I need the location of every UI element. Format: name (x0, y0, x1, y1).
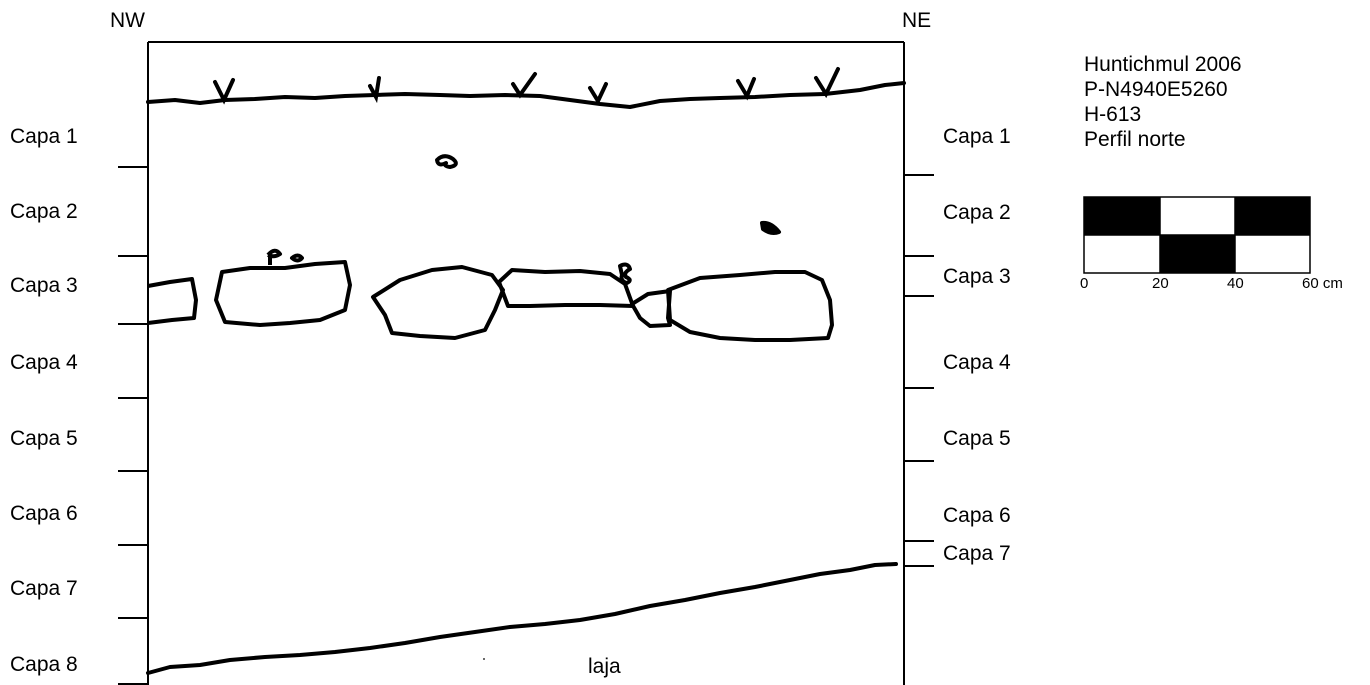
layer-label-left-2: Capa 2 (10, 200, 78, 223)
feature-code: H-613 (1084, 103, 1142, 126)
right-layer-ticks (904, 174, 934, 567)
layer-label-right-7: Capa 7 (943, 542, 1011, 565)
layer-label-left-1: Capa 1 (10, 125, 78, 148)
layer-label-right-6: Capa 6 (943, 504, 1011, 527)
scale-tick-60: 60 cm (1302, 275, 1343, 292)
layer-label-right-4: Capa 4 (943, 351, 1011, 374)
layer-label-left-4: Capa 4 (10, 351, 78, 374)
unit-code: P-N4940E5260 (1084, 78, 1228, 101)
site-title: Huntichmul 2006 (1084, 53, 1242, 76)
scale-cell-3 (1160, 235, 1235, 273)
scale-cell-2 (1235, 197, 1310, 235)
stone-5 (630, 289, 672, 328)
layer-label-left-3: Capa 3 (10, 274, 78, 297)
profile-name: Perfil norte (1084, 128, 1186, 151)
layer-label-right-3: Capa 3 (943, 265, 1011, 288)
stone-3 (371, 265, 505, 340)
surface-line (146, 81, 906, 109)
stone-4 (497, 268, 635, 308)
scale-bar (1083, 196, 1311, 274)
stone-2 (214, 260, 352, 327)
layer-label-right-5: Capa 5 (943, 427, 1011, 450)
layer-label-left-5: Capa 5 (10, 427, 78, 450)
layer-label-left-8: Capa 8 (10, 653, 78, 676)
dot-mark (483, 658, 485, 660)
layer-label-left-7: Capa 7 (10, 577, 78, 600)
info-block: Huntichmul 2006 P-N4940E5260 H-613 Perfi… (1084, 52, 1242, 152)
stone-6 (666, 270, 834, 342)
vegetation-marks (213, 67, 840, 106)
left-layer-ticks (118, 166, 148, 685)
layer-label-right-1: Capa 1 (943, 125, 1011, 148)
scale-tick-20: 20 (1152, 275, 1169, 292)
layer-label-right-2: Capa 2 (943, 201, 1011, 224)
bedrock-line (146, 562, 898, 675)
scale-tick-0: 0 (1080, 275, 1089, 292)
layer-label-left-6: Capa 6 (10, 502, 78, 525)
scale-tick-40: 40 (1227, 275, 1244, 292)
bedrock-label: laja (588, 655, 621, 678)
stones (147, 260, 834, 342)
direction-ne-label: NE (902, 9, 932, 32)
scale-cell-1 (1084, 197, 1160, 235)
stone-1 (147, 277, 198, 325)
direction-nw-label: NW (110, 9, 145, 32)
